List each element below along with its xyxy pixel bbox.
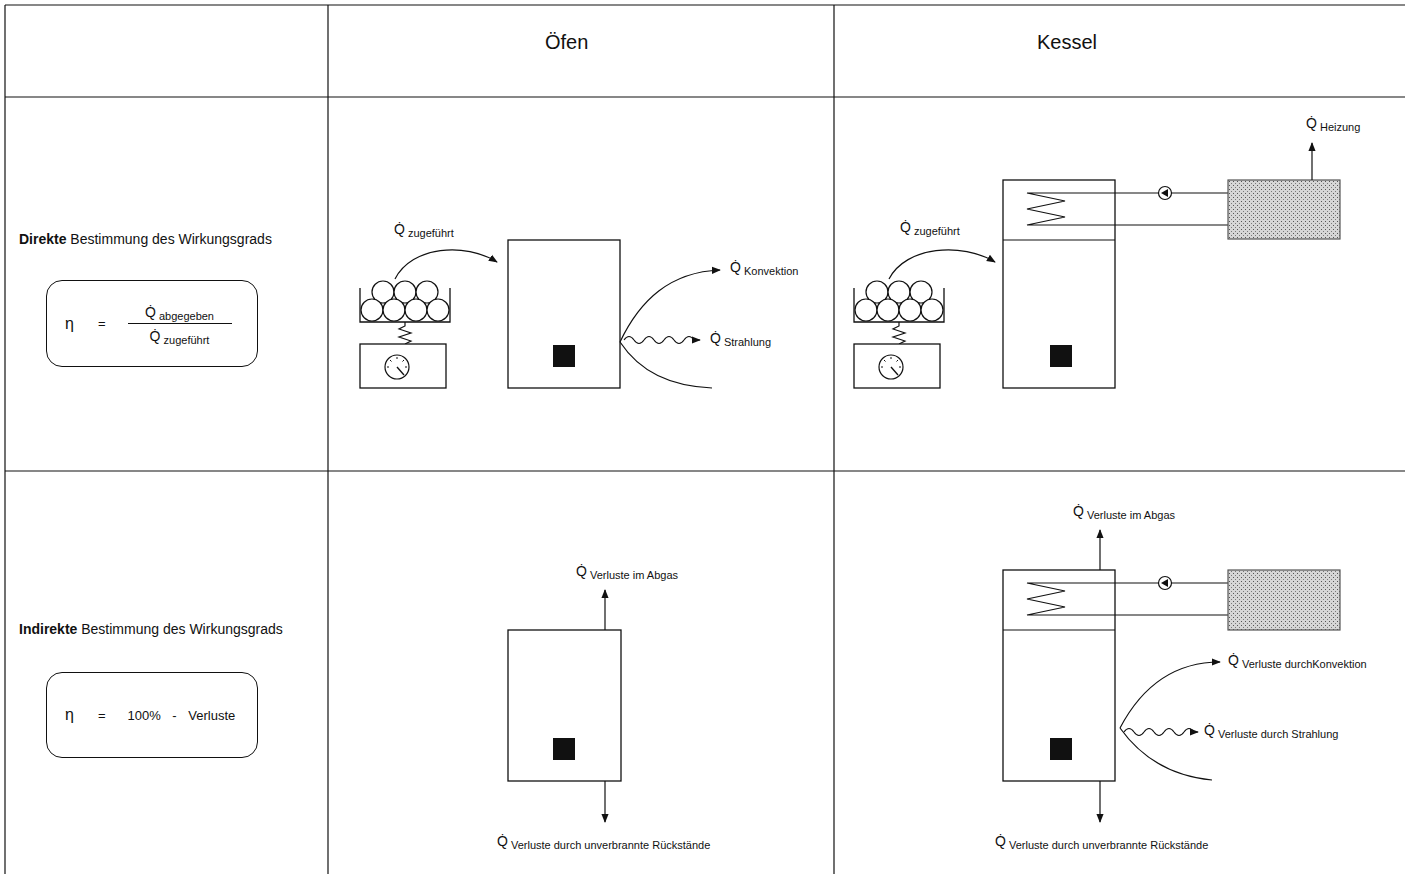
radiator xyxy=(1228,570,1340,630)
convection-loss-arrow xyxy=(1120,662,1220,728)
radiation-arrow xyxy=(624,337,700,344)
table-line xyxy=(5,4,1405,5)
convection-plume xyxy=(620,342,712,388)
oven-body xyxy=(508,240,620,388)
radiator xyxy=(1228,180,1340,239)
quantity-symbol: Q̇ xyxy=(1306,115,1317,131)
radiation-loss-arrow xyxy=(1124,729,1198,736)
quantity-subscript: Konvektion xyxy=(741,265,798,277)
fraction: Q̇ abgegebenQ̇ zugeführt xyxy=(128,304,232,344)
fraction-numerator: Q̇ abgegeben xyxy=(145,304,214,320)
oven-body xyxy=(508,630,621,781)
label-rest: Bestimmung des Wirkungsgrads xyxy=(66,231,271,247)
loss-label: Q̇ Verluste durch unverbrannte Rückständ… xyxy=(995,833,1208,851)
quantity-symbol: Q̇ xyxy=(497,833,508,849)
quantity-subscript: zugeführt xyxy=(160,334,209,346)
quantity-symbol: Q̇ xyxy=(1228,652,1239,668)
pump-arrow xyxy=(1161,579,1168,587)
quantity-symbol: Q̇ xyxy=(145,304,156,320)
heat-exchanger-circuit xyxy=(1027,193,1228,225)
heat-flow-label: Q̇ Heizung xyxy=(1306,115,1360,133)
flue-loss-arrow xyxy=(1099,530,1100,570)
equals-sign: = xyxy=(98,316,106,331)
fire-symbol xyxy=(1050,345,1072,367)
loss-label: Q̇ Verluste im Abgas xyxy=(576,563,678,581)
formula-box: η = 100% - Verluste xyxy=(46,672,258,758)
heat-flow-label: Q̇ Konvektion xyxy=(730,259,798,277)
pump-symbol xyxy=(1159,577,1172,590)
residue-loss-arrow xyxy=(604,781,605,822)
table-grid xyxy=(5,5,1405,874)
column-header: Öfen xyxy=(545,30,588,55)
loss-label: Q̇ Verluste durch unverbrannte Rückständ… xyxy=(497,833,710,851)
quantity-symbol: Q̇ xyxy=(710,330,721,346)
quantity-symbol: Q̇ xyxy=(394,221,405,237)
quantity-subscript: Verluste durchKonvektion xyxy=(1239,658,1367,670)
fraction-bar xyxy=(128,323,232,324)
quantity-symbol: Q̇ xyxy=(730,259,741,275)
table-line xyxy=(5,470,1405,471)
heat-exchanger-circuit xyxy=(1027,583,1228,615)
loss-label: Q̇ Verluste durchKonvektion xyxy=(1228,652,1367,670)
quantity-symbol: Q̇ xyxy=(1073,503,1084,519)
quantity-subscript: Verluste durch Strahlung xyxy=(1215,728,1339,740)
fuel-scale xyxy=(360,281,450,388)
equals-sign: = xyxy=(98,708,106,723)
quantity-subscript: Verluste im Abgas xyxy=(1084,509,1175,521)
supply-arrow xyxy=(395,250,497,279)
quantity-subscript: Heizung xyxy=(1317,121,1360,133)
heat-flow-label: Q̇ zugeführt xyxy=(394,221,454,239)
convection-arrow xyxy=(620,270,720,342)
flue-loss-arrow xyxy=(604,590,605,630)
table-line xyxy=(833,5,834,874)
quantity-subscript: zugeführt xyxy=(405,227,454,239)
quantity-subscript: abgegeben xyxy=(156,310,214,322)
heat-flow-label: Q̇ zugeführt xyxy=(900,219,960,237)
quantity-subscript: Verluste durch unverbrannte Rückstände xyxy=(1006,839,1208,851)
table-line xyxy=(5,96,1405,97)
boiler-divider xyxy=(1003,629,1115,630)
quantity-symbol: Q̇ xyxy=(576,563,587,579)
boiler-body xyxy=(1003,570,1115,781)
residue-loss-arrow xyxy=(1099,781,1100,822)
quantity-subscript: Verluste durch unverbrannte Rückstände xyxy=(508,839,710,851)
column-header: Kessel xyxy=(1037,30,1097,55)
boiler-body xyxy=(1003,180,1115,388)
fuel-scale xyxy=(854,281,944,388)
efficiency-symbol: η xyxy=(65,706,74,724)
convection-plume xyxy=(1120,728,1212,780)
fire-symbol xyxy=(553,738,575,760)
quantity-subscript: Strahlung xyxy=(721,336,771,348)
table-line xyxy=(327,5,328,874)
emphasis: Indirekte xyxy=(19,621,77,637)
quantity-subscript: Verluste im Abgas xyxy=(587,569,678,581)
fire-symbol xyxy=(553,345,575,367)
quantity-symbol: Q̇ xyxy=(150,328,161,344)
emphasis: Direkte xyxy=(19,231,66,247)
efficiency-symbol: η xyxy=(65,315,74,333)
fire-symbol xyxy=(1050,738,1072,760)
formula-term: 100% - Verluste xyxy=(128,708,236,723)
loss-label: Q̇ Verluste durch Strahlung xyxy=(1204,722,1338,740)
fraction-denominator: Q̇ zugeführt xyxy=(150,328,210,344)
quantity-symbol: Q̇ xyxy=(1204,722,1215,738)
row-header: Indirekte Bestimmung des Wirkungsgrads xyxy=(19,621,283,639)
quantity-symbol: Q̇ xyxy=(995,833,1006,849)
pump-symbol xyxy=(1159,187,1172,200)
label-rest: Bestimmung des Wirkungsgrads xyxy=(77,621,282,637)
table-line xyxy=(4,5,5,874)
heat-flow-label: Q̇ Strahlung xyxy=(710,330,771,348)
quantity-symbol: Q̇ xyxy=(900,219,911,235)
pump-arrow xyxy=(1161,189,1168,197)
quantity-subscript: zugeführt xyxy=(911,225,960,237)
loss-label: Q̇ Verluste im Abgas xyxy=(1073,503,1175,521)
row-header: Direkte Bestimmung des Wirkungsgrads xyxy=(19,231,272,249)
heating-arrow xyxy=(1311,143,1312,180)
supply-arrow xyxy=(889,250,995,279)
formula-box: η=Q̇ abgegebenQ̇ zugeführt xyxy=(46,280,258,367)
boiler-divider xyxy=(1003,239,1115,240)
